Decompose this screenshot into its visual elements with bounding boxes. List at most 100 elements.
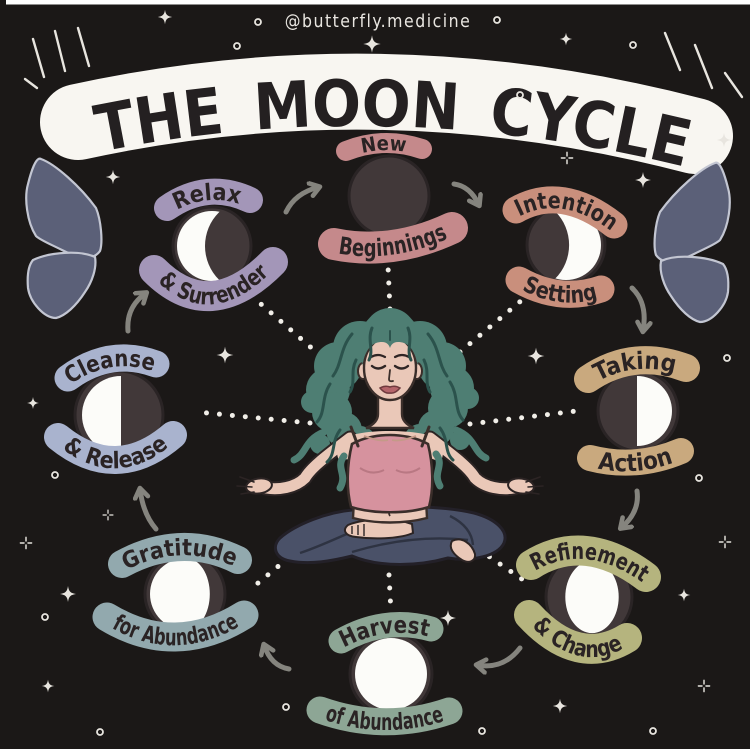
cycle-arrow-new-to-intention: [451, 181, 479, 205]
sparkle-dot: [516, 91, 524, 99]
cycle-arrows: [125, 181, 644, 672]
meditating-figure: [236, 308, 544, 566]
energy-ray-to-relax: [251, 295, 333, 367]
moon-waning-crescent-icon: [174, 208, 250, 284]
phase-relax-surrender: Relax & Surrender: [139, 178, 288, 312]
cycle-arrow-harvest-to-gratitude: [264, 645, 292, 672]
figure-hair-curl: [422, 358, 432, 394]
butterfly-wing-right: [653, 161, 731, 324]
figure-hair-curl: [325, 428, 342, 464]
figure-collarbone: [363, 435, 417, 442]
figure-fingers-left: [236, 476, 255, 495]
phase-harvest-abundance: Harvest of Abundance: [306, 612, 463, 736]
figure-strap-left: [349, 425, 360, 448]
figure-eye-right: [393, 364, 410, 370]
figure-hair-curl: [315, 382, 332, 424]
moon-shadow: [205, 208, 250, 284]
sparkle-dot: [493, 16, 501, 24]
phase-refinement-change-top-banner: [516, 535, 661, 592]
figure-lips: [378, 385, 402, 394]
sparkle-dot: [96, 728, 104, 736]
figure-strap-right: [420, 425, 431, 448]
figure-hair-tendril: [452, 426, 490, 462]
figure-hair-curl: [348, 358, 358, 394]
moon-lit-area: [150, 558, 210, 630]
figure-foot-bottom: [449, 538, 477, 563]
photo-edge-strip: [6, 0, 750, 5]
sparkle-dot: [629, 41, 637, 49]
figure-torso: [337, 388, 443, 524]
phase-new-moon-bottom-banner: [318, 212, 468, 264]
moon-waxing-gibbous-icon: [547, 555, 631, 639]
moon-full-icon: [351, 634, 431, 714]
phase-refinement-change: Refinement & Change: [514, 535, 661, 664]
banner-ray: [76, 26, 91, 68]
phase-taking-action-bottom-banner: [577, 438, 694, 476]
phase-refinement-change-bottom-banner: [514, 600, 642, 664]
phase-relax-surrender-bottom-banner: [139, 247, 288, 312]
energy-ray-to-intention: [457, 292, 531, 355]
phase-taking-action: Taking Action: [574, 346, 700, 477]
moon-first-quarter-icon: [599, 372, 677, 450]
banner-ray: [663, 31, 682, 72]
cycle-arrow-cleanse-to-relax: [125, 293, 146, 334]
figure-fingers-right: [525, 476, 544, 495]
moon-lit-area: [355, 638, 427, 710]
moon-last-quarter-icon: [76, 372, 162, 458]
figure-arm-right: [424, 432, 520, 495]
banner-ray: [693, 43, 714, 90]
phase-intention-setting-bottom-banner: [505, 266, 615, 308]
figure-hair-tendril: [290, 428, 328, 464]
banner-ray: [23, 77, 39, 90]
figure-camisole: [346, 433, 434, 514]
butterfly-wing-left: [25, 157, 103, 320]
banner-ray: [31, 37, 46, 79]
sparkle-dot: [695, 474, 703, 482]
figure-hair-blob: [457, 387, 479, 409]
figure-hair-tendril: [336, 452, 348, 492]
banner-radiating-lines: [23, 26, 744, 99]
phase-new-moon-top-label: New: [359, 131, 408, 158]
figure-hair-blob: [301, 391, 323, 413]
sparkle-dot: [649, 727, 657, 735]
phase-new-moon-top-banner: [336, 132, 432, 161]
phase-taking-action-top-banner: [574, 346, 700, 393]
phase-cleanse-release: Cleanse & Release: [44, 344, 187, 475]
figure-hair-curl: [331, 332, 354, 378]
sparkle-dot: [51, 471, 59, 479]
moon-lit-area: [82, 376, 121, 454]
moon-lit-area: [637, 376, 672, 446]
figure-hair-front: [290, 326, 490, 492]
phase-gratitude-abundance-top-banner: [108, 533, 252, 578]
cycle-arrow-gratitude-to-cleanse: [140, 489, 159, 532]
sparkle-dot: [254, 18, 262, 26]
figure-eye-left: [370, 364, 387, 370]
phase-relax-surrender-top-banner: [154, 178, 263, 221]
sparkle-dot: [282, 703, 290, 711]
phase-intention-setting-top-banner: [502, 186, 628, 239]
figure-hair-curl: [367, 326, 374, 362]
figure-brow-right: [393, 353, 411, 359]
figure-neck: [365, 388, 415, 430]
sparkle-dot: [233, 42, 241, 50]
figure-hair-curl: [426, 332, 449, 378]
artist-handle: @butterfly.medicine: [285, 12, 472, 32]
phase-cleanse-release-top-banner: [54, 344, 170, 392]
moon-disc: [350, 157, 428, 235]
banner-ray: [53, 29, 67, 73]
figure-hair-curl: [406, 326, 413, 362]
cycle-arrow-taking-to-refinement: [621, 488, 640, 528]
figure-head: [357, 327, 423, 402]
moon-lit-area: [565, 560, 619, 634]
figure-hair-curl: [448, 380, 465, 422]
cycle-arrow-intention-to-taking: [629, 285, 644, 331]
phase-harvest-abundance-bottom-banner: [306, 696, 463, 736]
sparkle-dot: [723, 354, 731, 362]
figure-bust-lines: [359, 467, 421, 474]
phase-gratitude-abundance-bottom-banner: [92, 600, 259, 652]
moon-waning-gibbous-icon: [146, 555, 224, 633]
figure-hair-curl: [438, 426, 455, 462]
sparkle-dot: [478, 727, 486, 735]
banner-ray: [723, 71, 744, 99]
